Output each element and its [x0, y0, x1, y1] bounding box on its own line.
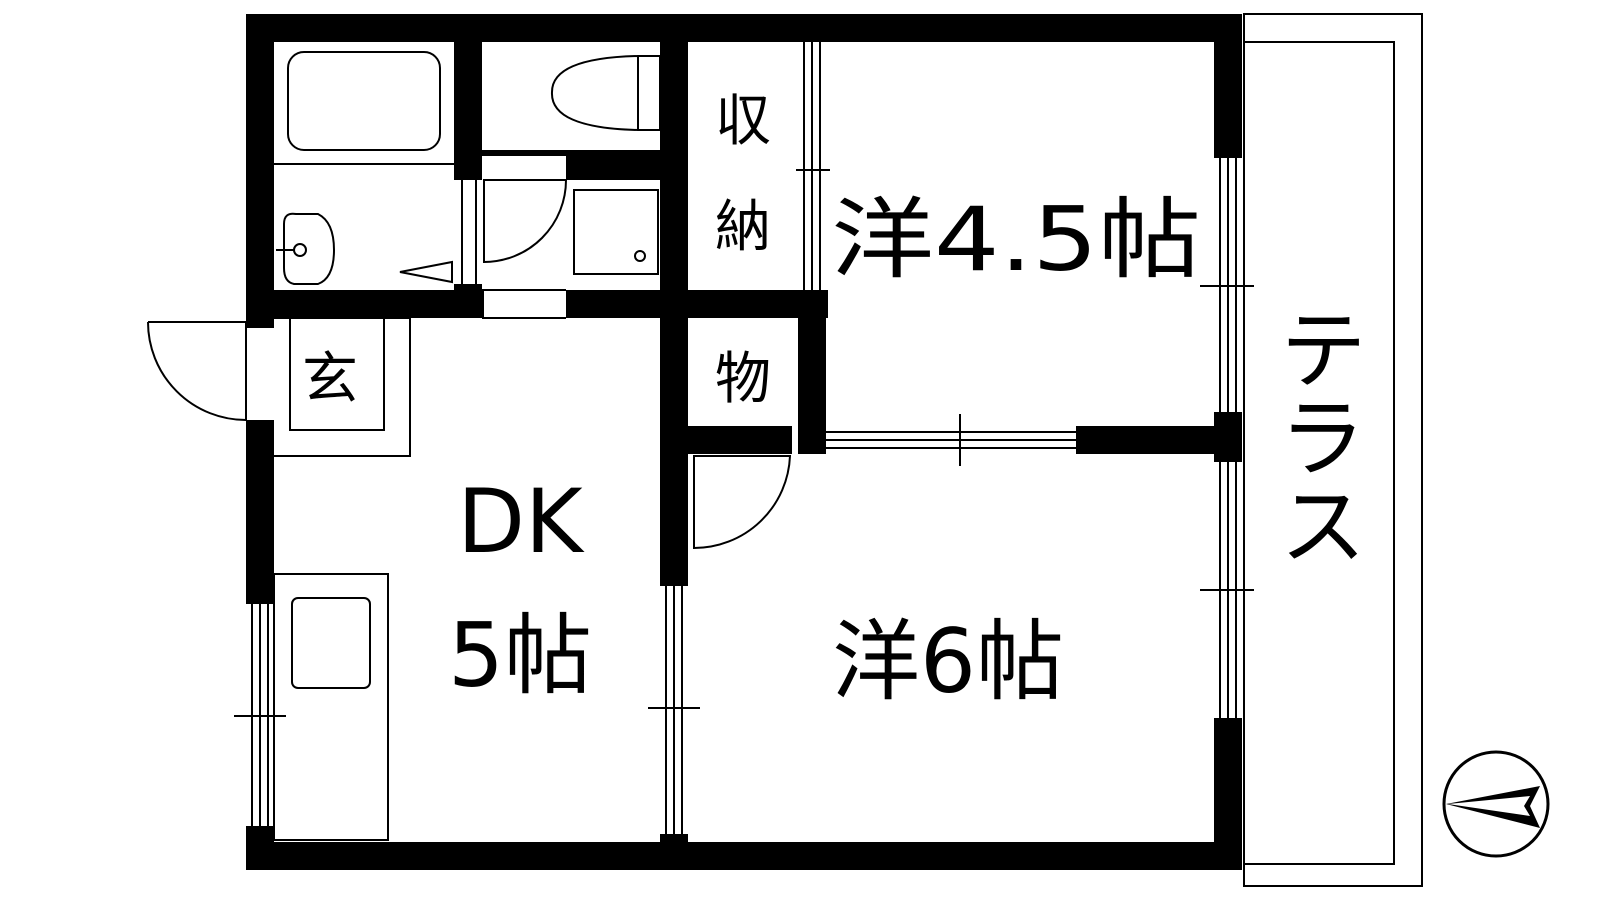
sink: [283, 212, 336, 285]
toilet: [550, 55, 661, 131]
bathtub: [287, 51, 441, 151]
storage-upper-label-1: 収: [715, 89, 771, 154]
western-room-small-label: 洋4.5帖: [831, 188, 1201, 291]
storage-lower-label: 物: [715, 347, 771, 412]
entrance-label: 玄: [302, 347, 358, 412]
dining-kitchen-size-label: 5帖: [448, 604, 592, 707]
entrance-door: [147, 321, 247, 422]
north-arrow-icon: [1442, 750, 1550, 858]
washer: [573, 189, 659, 275]
dining-kitchen-label: DK: [457, 470, 585, 573]
terrace-area: [1243, 13, 1423, 887]
outer-walls: [246, 14, 1242, 870]
partitions: [273, 163, 566, 841]
terrace-label: テラス: [1265, 304, 1368, 568]
closet-door: [693, 455, 792, 550]
windows: [234, 34, 1254, 834]
door-swings: [147, 179, 792, 550]
storage-upper-label-2: 納: [715, 195, 771, 260]
bathroom-door: [483, 179, 568, 264]
western-room-large-label: 洋6帖: [832, 610, 1064, 713]
interior-walls: [246, 14, 1242, 854]
bathroom-fixtures: [276, 51, 661, 285]
